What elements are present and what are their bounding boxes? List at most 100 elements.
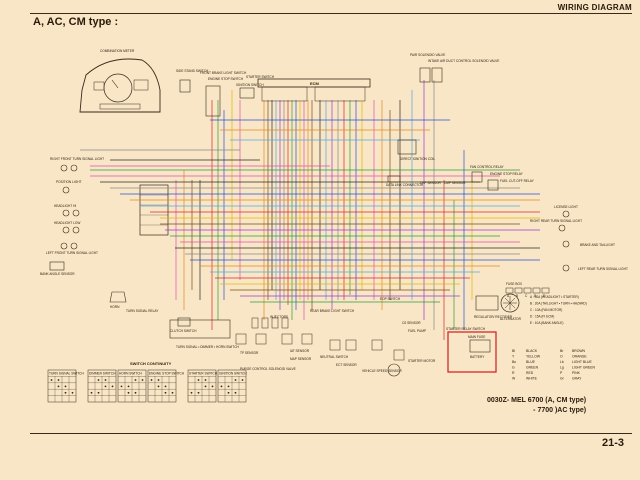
main-harness-connector	[139, 184, 169, 236]
continuity-dot	[134, 379, 137, 381]
label-pair-valve: PAIR SOLENOID VALVE	[410, 53, 445, 57]
label-headlight-hi: HEADLIGHT HI	[54, 204, 76, 208]
fuse-list-item: E : 10A (BANK ANGLE)	[530, 321, 563, 325]
legend-code: G	[512, 366, 515, 370]
label-bank-angle: BANK ANGLE SENSOR	[40, 272, 75, 276]
label-eop: EOP SWITCH	[380, 297, 401, 301]
legend-code: Gr	[560, 377, 565, 381]
sensor-connector	[235, 333, 247, 345]
label-right-rear-turn: RIGHT REAR TURN SIGNAL LIGHT	[530, 219, 582, 223]
continuity-dot	[150, 379, 153, 381]
continuity-dot	[234, 391, 237, 394]
label-left-rear-turn: LEFT REAR TURN SIGNAL LIGHT	[578, 267, 628, 271]
label-switch-continuity: SWITCH CONTINUITY	[130, 361, 172, 366]
continuity-dot	[211, 385, 214, 388]
bulb-icon	[62, 226, 70, 234]
continuity-dot	[234, 379, 237, 381]
fuse-list-item: D : 15A (FI ECM)	[530, 315, 554, 319]
label-position-light: POSITION LIGHT	[56, 180, 82, 184]
battery-icon	[469, 339, 491, 353]
continuity-dot	[164, 385, 167, 388]
label-tp-sensor: TP SENSOR	[240, 351, 259, 355]
rear-lights: LICENSE LIGHT RIGHT REAR TURN SIGNAL LIG…	[530, 205, 628, 272]
label-starter-switch: STARTER SWITCH	[246, 75, 275, 79]
legend-code: O	[560, 355, 563, 359]
continuity-dot	[71, 391, 74, 394]
label-regulator: REGULATOR/ RECTIFIER	[474, 315, 513, 319]
switch-table-name: HORN SWITCH	[119, 372, 143, 376]
sensor-connector	[329, 339, 341, 351]
bulb-icon	[72, 226, 80, 234]
label-horn: HORN	[110, 305, 120, 309]
continuity-dot	[64, 391, 67, 394]
label-front-brake: FRONT BRAKE LIGHT SWITCH	[200, 71, 247, 75]
label-left-front-turn: LEFT FRONT TURN SIGNAL LIGHT	[46, 251, 98, 255]
fuse-icon	[532, 287, 541, 294]
continuity-dot	[227, 385, 230, 388]
page-number: 21-3	[601, 437, 624, 449]
combination-meter: COMBINATION METER	[79, 49, 161, 113]
fuse-letter: E	[543, 294, 545, 298]
continuity-dot	[97, 391, 100, 394]
legend-code: W	[512, 377, 516, 381]
starter-relay-box	[447, 331, 497, 373]
wire-harness	[80, 80, 540, 361]
fuse-icon	[505, 287, 514, 294]
injector-icon	[271, 317, 279, 329]
continuity-dot	[134, 391, 137, 394]
continuity-dot	[171, 391, 174, 394]
label-headlight-low: HEADLIGHT LOW	[54, 221, 80, 225]
switch-table-name: ENGINE STOP SWITCH	[149, 372, 185, 376]
label-clutch: CLUTCH SWITCH	[170, 329, 197, 333]
ecm-block: ECM	[257, 78, 371, 102]
label-ecm: ECM	[310, 81, 320, 86]
label-engine-stop: ENGINE STOP SWITCH	[208, 77, 244, 81]
fuse-list-item: B : 20A (TAILLIGHT • TURN • HAZARD)	[530, 302, 587, 306]
legend-code: Br	[560, 349, 564, 353]
legend-code: Lb	[560, 360, 564, 364]
bulb-icon	[62, 209, 70, 217]
footer-rule	[30, 433, 632, 434]
doc-code-line: 0030Z- MEL 6700 (A, CM type)	[487, 397, 587, 404]
bulb-icon	[562, 210, 570, 218]
label-o2: O2 SENSOR	[402, 321, 421, 325]
fuse-list-item: A : 30A (HEADLIGHT • STARTER)	[530, 295, 579, 299]
legend-name: BLUE	[526, 360, 536, 364]
injector-icon	[251, 317, 259, 329]
sensor-connector	[393, 349, 405, 361]
alternator-icon	[500, 293, 520, 313]
legend-code: Lg	[560, 366, 564, 370]
label-license: LICENSE LIGHT	[554, 205, 578, 209]
continuity-dot	[57, 379, 60, 381]
label-injectors: INJECTORS	[270, 315, 288, 319]
label-ignition-switch: IGNITION SWITCH	[236, 83, 264, 87]
legend-code: Bl	[512, 349, 515, 353]
label-starter-relay: STARTER RELAY SWITCH	[446, 327, 486, 331]
fuse-icon	[541, 287, 550, 294]
fuse-letter: D	[534, 294, 537, 298]
upper-switches: SIDE STAND SWITCH FRONT BRAKE LIGHT SWIT…	[176, 53, 499, 117]
sensor-connector	[301, 333, 313, 345]
header-rule	[30, 13, 632, 14]
label-ign-coil: DIRECT IGNITION COIL	[400, 157, 435, 161]
bulb-icon	[70, 242, 78, 250]
bulb-icon	[60, 164, 68, 172]
continuity-dot	[241, 379, 244, 381]
label-right-front-turn: RIGHT FRONT TURN SIGNAL LIGHT	[50, 157, 104, 161]
legend-code: Y	[512, 355, 515, 359]
continuity-dot	[127, 385, 130, 388]
legend-name: YELLOW	[526, 355, 541, 359]
legend-name: WHITE	[526, 377, 538, 381]
label-purge-valve: PURGE CONTROL SOLENOID VALVE	[240, 367, 296, 371]
legend-code: P	[560, 371, 563, 375]
label-vs: VEHICLE SPEED SENSOR	[362, 369, 402, 373]
label-starter-motor: STARTER MOTOR	[408, 359, 436, 363]
motor-icon	[387, 363, 401, 377]
continuity-dot	[50, 379, 53, 381]
label-combination-meter: COMBINATION METER	[100, 49, 135, 53]
continuity-dot	[220, 385, 223, 388]
